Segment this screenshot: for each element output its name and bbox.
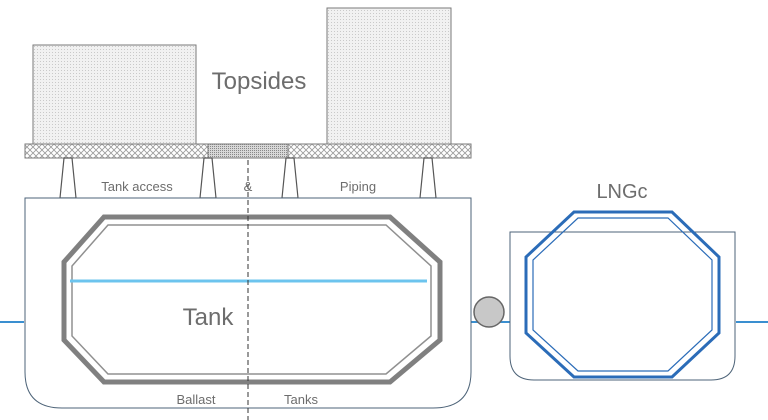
deck-middle xyxy=(207,143,289,159)
topsides-label: Topsides xyxy=(212,68,307,95)
lngc-hull xyxy=(509,231,736,381)
lngc-label: LNGc xyxy=(596,181,647,203)
tank-label: Tank xyxy=(183,304,235,331)
topsides-module-left xyxy=(32,44,197,146)
fender-circle xyxy=(473,296,505,328)
ampersand-label: & xyxy=(244,179,253,194)
topsides-module-right xyxy=(326,7,452,146)
lngc-tank-outer xyxy=(524,210,721,379)
deck-support xyxy=(419,157,437,199)
flng-tank-outer xyxy=(61,214,443,385)
deck-support xyxy=(59,157,77,199)
lngc-tank-inner xyxy=(532,217,713,372)
tanks-label: Tanks xyxy=(284,392,318,407)
tank-access-label: Tank access xyxy=(101,179,173,194)
deck-right xyxy=(287,143,472,159)
piping-label: Piping xyxy=(340,179,376,194)
deck-left xyxy=(24,143,209,159)
deck-support xyxy=(199,157,217,199)
ballast-label: Ballast xyxy=(176,392,215,407)
deck-support xyxy=(281,157,299,199)
flng-tank-inner xyxy=(71,224,432,375)
